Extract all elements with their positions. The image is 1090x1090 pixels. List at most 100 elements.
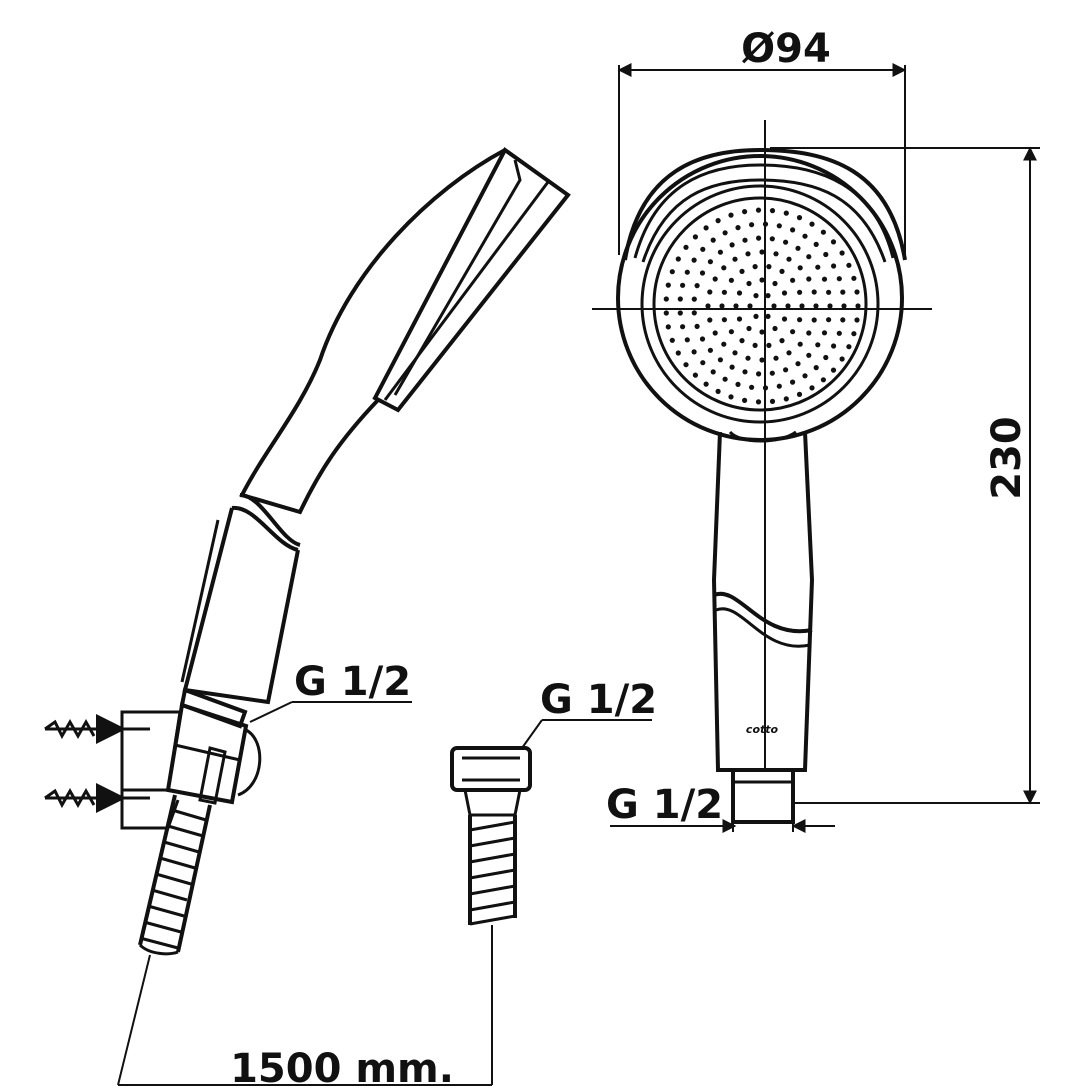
nozzle-dot xyxy=(665,282,671,288)
nozzle-dot xyxy=(809,385,815,391)
nozzle-dot xyxy=(755,207,762,213)
length-dimension xyxy=(770,146,1040,805)
nozzle-dot xyxy=(752,342,758,348)
nozzle-dot xyxy=(717,249,724,255)
nozzle-dot xyxy=(827,303,833,309)
nozzle-dot xyxy=(675,350,681,356)
nozzle-dot xyxy=(806,330,812,336)
nozzle-dot xyxy=(830,239,837,245)
nozzle-dot xyxy=(663,296,669,302)
nozzle-dot xyxy=(735,225,741,231)
nozzle-dot xyxy=(746,280,752,287)
nozzle-dot xyxy=(705,303,711,309)
nozzle-dot xyxy=(742,237,748,243)
diameter-label: Ø94 xyxy=(741,26,831,72)
nozzle-dot xyxy=(826,289,832,295)
thread-bracket-leader xyxy=(249,701,412,723)
nozzle-dot xyxy=(759,277,765,283)
nozzle-dot xyxy=(691,257,697,263)
nozzle-dot xyxy=(721,317,728,323)
nozzle-dot xyxy=(839,356,845,362)
front-view-hand-shower xyxy=(616,147,907,824)
nozzle-dot xyxy=(773,251,779,257)
nozzle-dot xyxy=(677,310,683,316)
nozzle-dot xyxy=(831,263,837,269)
nozzle-dot xyxy=(796,391,803,397)
side-view-hand-shower xyxy=(179,147,571,729)
nozzle-dot xyxy=(769,236,775,242)
nozzle-dot xyxy=(797,341,803,347)
nozzle-dot xyxy=(766,342,772,348)
nozzle-pattern xyxy=(663,207,861,405)
nozzle-dot xyxy=(692,372,699,378)
nozzle-dot xyxy=(776,223,782,229)
nozzle-dot xyxy=(742,369,748,375)
nozzle-dot xyxy=(728,329,735,335)
nozzle-dot xyxy=(840,317,846,323)
nozzle-dot xyxy=(797,317,803,323)
nozzle-dot xyxy=(729,364,735,370)
nozzle-dot xyxy=(821,276,828,282)
nozzle-dot xyxy=(684,269,690,275)
nozzle-dot xyxy=(779,268,785,274)
nozzle-dot xyxy=(811,317,817,323)
thread-hose-leader xyxy=(521,719,652,749)
nozzle-dot xyxy=(717,357,724,363)
nozzle-dot xyxy=(851,275,857,281)
nozzle-dot xyxy=(772,280,778,287)
wall-screw-bottom xyxy=(44,783,150,813)
nozzle-dot xyxy=(736,290,743,296)
hose-length-label: 1500 mm. xyxy=(230,1046,454,1090)
nozzle-dot xyxy=(836,276,842,282)
nozzle-dot xyxy=(802,373,808,379)
nozzle-dot xyxy=(811,289,817,295)
nozzle-dot xyxy=(728,394,734,400)
nozzle-dot xyxy=(795,245,801,251)
nozzle-dot xyxy=(722,376,728,382)
nozzle-dot xyxy=(749,222,755,228)
nozzle-dot xyxy=(797,289,803,295)
nozzle-dot xyxy=(759,329,765,335)
nozzle-dot xyxy=(742,209,748,215)
nozzle-dot xyxy=(830,367,837,373)
nozzle-dot xyxy=(752,264,758,270)
nozzle-dot xyxy=(840,289,846,295)
hose-length-dimension xyxy=(117,925,493,1086)
nozzle-dot xyxy=(691,296,697,302)
nozzle-dot xyxy=(855,303,861,309)
nozzle-dot xyxy=(781,316,788,322)
nozzle-dot xyxy=(815,264,821,270)
nozzle-dot xyxy=(694,323,700,329)
nozzle-dot xyxy=(783,210,789,216)
nozzle-dot xyxy=(699,336,706,342)
nozzle-dot xyxy=(854,317,860,323)
nozzle-dot xyxy=(721,341,727,347)
nozzle-dot xyxy=(699,270,706,276)
nozzle-dot xyxy=(669,269,675,275)
nozzle-dot xyxy=(779,338,785,344)
nozzle-dot xyxy=(790,379,796,385)
nozzle-dot xyxy=(691,310,697,316)
nozzle-dot xyxy=(736,316,743,322)
nozzle-dot xyxy=(796,215,803,221)
hose-left xyxy=(138,794,212,956)
nozzle-dot xyxy=(683,362,689,368)
nozzle-dot xyxy=(684,337,690,343)
nozzle-dot xyxy=(712,276,718,282)
length-label: 230 xyxy=(984,416,1030,500)
nozzle-dot xyxy=(691,349,697,355)
nozzle-dot xyxy=(747,303,753,309)
nozzle-dot xyxy=(735,381,741,387)
nozzle-dot xyxy=(836,330,842,336)
nozzle-dot xyxy=(680,282,686,288)
nozzle-dot xyxy=(700,360,706,366)
nozzle-dot xyxy=(783,396,789,402)
nozzle-dot xyxy=(809,221,815,227)
nozzle-dot xyxy=(756,371,762,377)
nozzle-dot xyxy=(802,233,808,239)
nozzle-dot xyxy=(707,347,714,353)
nozzle-dot xyxy=(846,344,852,350)
nozzle-dot xyxy=(746,325,752,332)
nozzle-dot xyxy=(703,381,709,387)
